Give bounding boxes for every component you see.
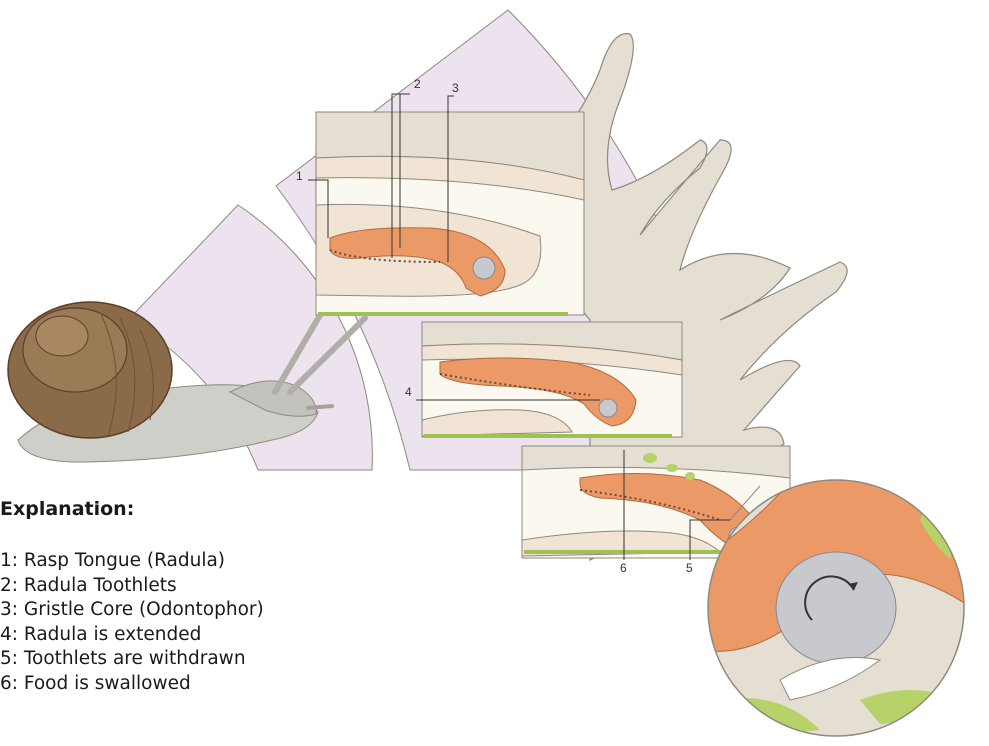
legend-list: 1: Rasp Tongue (Radula) 2: Radula Toothl…	[0, 549, 264, 696]
legend-item-3: 3: Gristle Core (Odontophor)	[0, 598, 264, 623]
callout-3-label: 3	[452, 81, 459, 95]
magnified-gristle-core	[776, 552, 896, 664]
callout-5-label: 5	[686, 561, 693, 575]
panel-2	[422, 322, 682, 437]
callout-6-label: 6	[620, 561, 627, 575]
callout-2-label: 2	[414, 77, 421, 91]
legend-item-2: 2: Radula Toothlets	[0, 574, 264, 599]
callout-1-label: 1	[296, 169, 303, 183]
legend-item-1: 1: Rasp Tongue (Radula)	[0, 549, 264, 574]
snail-feeler-lower	[308, 406, 332, 408]
legend-item-6: 6: Food is swallowed	[0, 672, 264, 697]
panel-1	[316, 112, 584, 315]
legend: Explanation: 1: Rasp Tongue (Radula) 2: …	[0, 498, 264, 696]
legend-item-4: 4: Radula is extended	[0, 623, 264, 648]
snail-shell-whorl-inner	[36, 316, 88, 356]
callout-4-label: 4	[405, 385, 412, 399]
gristle-core-1	[473, 257, 495, 279]
legend-item-5: 5: Toothlets are withdrawn	[0, 647, 264, 672]
gristle-core-2	[599, 399, 617, 417]
legend-title: Explanation:	[0, 498, 264, 520]
